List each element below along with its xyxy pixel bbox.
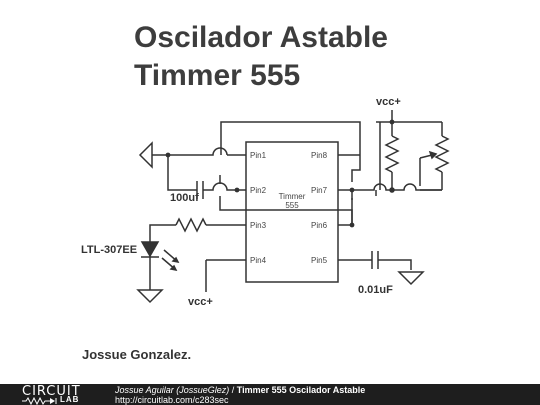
led[interactable] [140, 241, 160, 258]
ic-name-line2: 555 [285, 201, 299, 210]
resistor-ra[interactable] [384, 135, 400, 173]
pin1-ground [138, 141, 153, 169]
footer-author-link[interactable]: Jossue Aguilar (JossueGlez) [115, 385, 230, 395]
footer-attribution: Jossue Aguilar (JossueGlez) / Timmer 555… [115, 385, 365, 395]
potentiometer-rb[interactable] [434, 135, 450, 173]
logo-wave-icon [22, 397, 57, 405]
circuit-schematic: Pin1 Pin2 Pin3 Pin4 Pin8 Pin7 Pin6 Pin5 … [81, 96, 450, 308]
pin5-label: Pin5 [311, 256, 328, 265]
logo-text-lab: LAB [60, 395, 80, 404]
cap-timing-label: 100uf [170, 192, 199, 204]
footer-url[interactable]: http://circuitlab.com/c283sec [115, 395, 229, 405]
ic-555-body[interactable] [245, 141, 339, 283]
footer-project-link[interactable]: Timmer 555 Oscilador Astable [236, 385, 366, 395]
pin3-label: Pin3 [250, 221, 267, 230]
schematic-title-line1: Oscilador Astable [134, 21, 388, 54]
pin8-label: Pin8 [311, 151, 328, 160]
led-resistor[interactable] [175, 217, 207, 233]
led-label: LTL-307EE [81, 244, 137, 256]
footer-separator: / [229, 385, 237, 395]
logo-text-circuit: CIRCUIT [22, 384, 81, 399]
vcc-top-label: vcc+ [376, 96, 401, 108]
pin1-label: Pin1 [250, 151, 267, 160]
author-note: Jossue Gonzalez. [82, 347, 192, 362]
pin4-label: Pin4 [250, 256, 267, 265]
ic-name-line1: Timmer [279, 192, 306, 201]
pin6-label: Pin6 [311, 221, 328, 230]
pin7-label: Pin7 [311, 186, 328, 195]
pin1-wire [152, 147, 228, 156]
footer-bar: CIRCUIT LAB Jossue Aguilar (JossueGlez) … [0, 384, 540, 405]
vcc-bottom-label: vcc+ [188, 296, 213, 308]
cap-control-label: 0.01uF [358, 284, 393, 296]
schematic-title-line2: Timmer 555 [134, 59, 301, 92]
cap-ground [397, 271, 425, 286]
pin2-label: Pin2 [250, 186, 267, 195]
led-ground [136, 289, 164, 304]
circuitlab-logo[interactable]: CIRCUIT LAB [22, 384, 92, 405]
